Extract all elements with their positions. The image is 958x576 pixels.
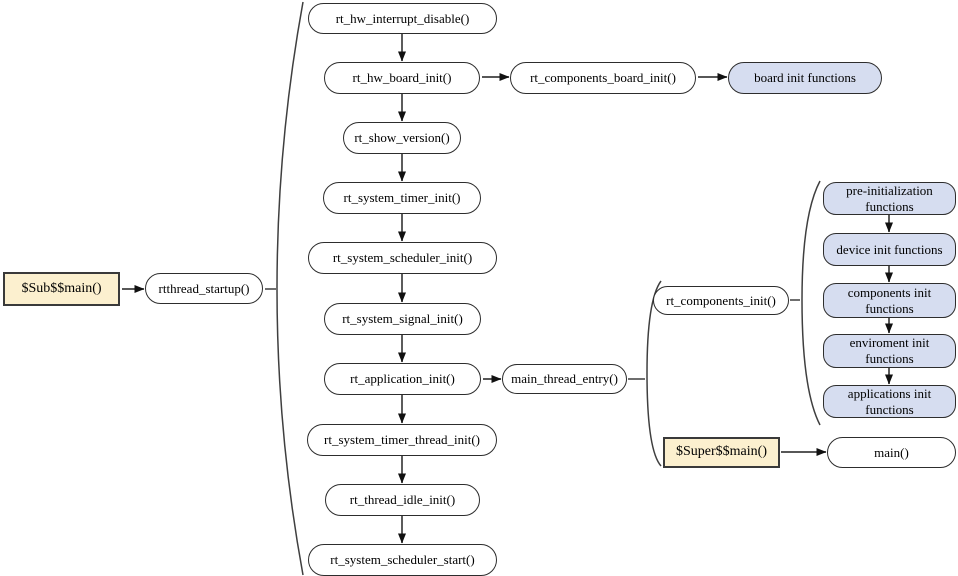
- node-system-scheduler-init: rt_system_scheduler_init(): [308, 242, 497, 274]
- brace-startup-group: [276, 1, 304, 576]
- node-system-timer-thread-init: rt_system_timer_thread_init(): [307, 424, 497, 456]
- node-components-board-init: rt_components_board_init(): [510, 62, 696, 94]
- node-applications-init-functions: applications init functions: [823, 385, 956, 418]
- node-sub-main: $Sub$$main(): [3, 272, 120, 306]
- node-main-thread-entry: main_thread_entry(): [502, 364, 627, 394]
- node-main: main(): [827, 437, 956, 468]
- node-rtthread-startup: rtthread_startup(): [145, 273, 263, 304]
- node-super-main: $Super$$main(): [663, 437, 780, 468]
- node-application-init: rt_application_init(): [324, 363, 481, 395]
- node-environment-init-functions: enviroment init functions: [823, 334, 956, 368]
- node-system-scheduler-start: rt_system_scheduler_start(): [308, 544, 497, 576]
- node-board-init-functions: board init functions: [728, 62, 882, 94]
- node-components-init: rt_components_init(): [653, 286, 789, 315]
- node-hw-board-init: rt_hw_board_init(): [324, 62, 480, 94]
- node-system-signal-init: rt_system_signal_init(): [324, 303, 481, 335]
- brace-components-group: [801, 180, 821, 426]
- node-hw-interrupt-disable: rt_hw_interrupt_disable(): [308, 3, 497, 34]
- node-device-init-functions: device init functions: [823, 233, 956, 266]
- node-components-init-functions: components init functions: [823, 283, 956, 318]
- node-system-timer-init: rt_system_timer_init(): [323, 182, 481, 214]
- node-pre-init-functions: pre-initialization functions: [823, 182, 956, 215]
- node-show-version: rt_show_version(): [343, 122, 461, 154]
- node-thread-idle-init: rt_thread_idle_init(): [325, 484, 480, 516]
